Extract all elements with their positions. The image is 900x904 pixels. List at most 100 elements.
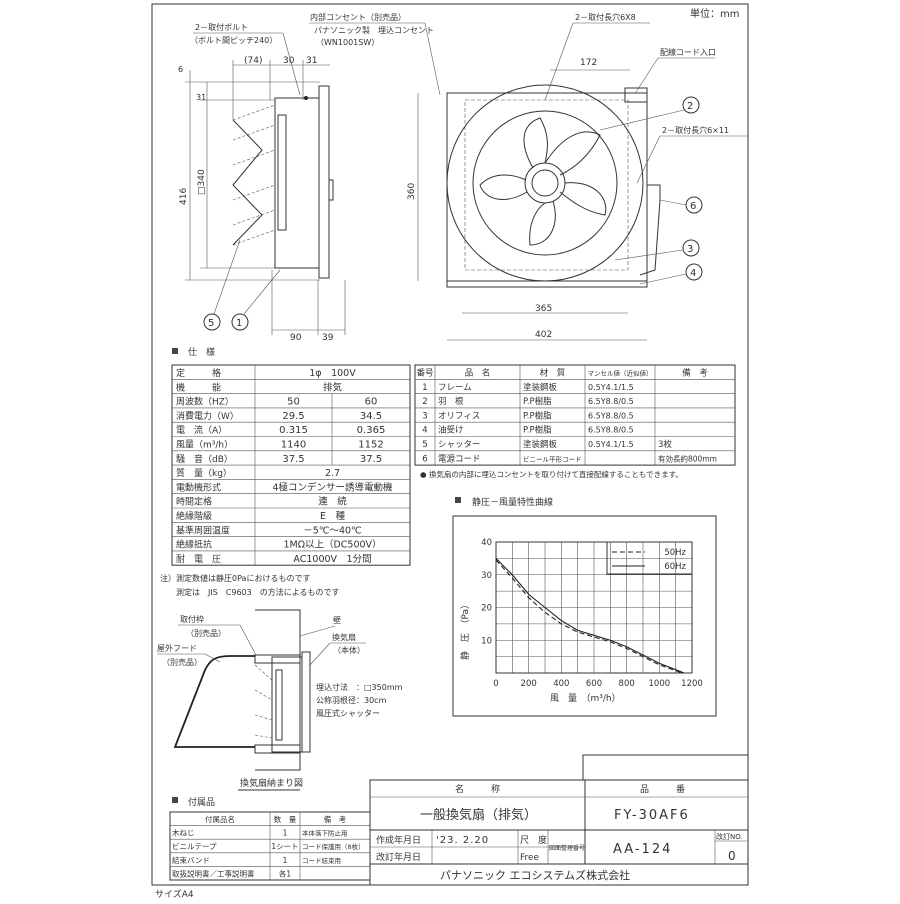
plot-area xyxy=(495,541,693,674)
accessories-cell: 1 xyxy=(283,856,288,865)
spec-label: 周波数（HZ） xyxy=(176,396,234,408)
parts-cell: 油受け xyxy=(438,425,464,436)
parts-header: 備 考 xyxy=(682,368,708,379)
parts-cell: 塗装鋼板 xyxy=(523,439,558,450)
rev-no: 0 xyxy=(728,849,736,863)
accessories-header: 付属品名 xyxy=(205,814,235,824)
parts-cell: 6 xyxy=(422,454,427,464)
front-view-drawing: 2－取付長穴6X8 配線コード入口 172 360 365 402 2－取付長穴… xyxy=(407,12,748,341)
scale-value: Free xyxy=(520,853,540,863)
spec-label: 風量（m³/h） xyxy=(176,440,233,451)
callout-2: 2 xyxy=(687,101,693,112)
spec-label: 定 格 xyxy=(176,367,221,379)
company-name: パナソニック エコシステムズ株式会社 xyxy=(440,868,630,882)
y-tick-label: 10 xyxy=(481,636,492,646)
spec-label: 耐 電 圧 xyxy=(176,553,221,565)
spec-value: 34.5 xyxy=(360,411,382,422)
callout-1: 1 xyxy=(236,318,242,329)
parts-cell: ビニール平形コード xyxy=(523,454,582,463)
parts-cell: シャッター xyxy=(438,440,481,450)
accessories-cell: コード保護用（8枚） xyxy=(302,842,365,851)
dim-365: 365 xyxy=(535,304,552,314)
parts-cell: 1 xyxy=(422,383,427,393)
accessories-cell: 取扱説明書／工事説明書 xyxy=(172,868,255,878)
spec-value: 37.5 xyxy=(282,454,304,465)
install-wall-label: 壁 xyxy=(333,615,341,625)
accessories-cell: 1シート xyxy=(271,842,298,851)
created-label: 作成年月日 xyxy=(376,834,421,846)
series-line-60Hz xyxy=(495,558,685,674)
drawing-no-label: 図面整理番号 xyxy=(549,844,585,852)
outlet-model: （WN1001SW） xyxy=(316,38,379,47)
x-tick-label: 400 xyxy=(553,679,569,689)
install-frame-sub: （別売品） xyxy=(186,628,226,638)
spec-note-1: 注）測定数値は静圧0Paにおけるものです xyxy=(160,573,310,583)
spec-value: 4極コンデンサー誘導電動機 xyxy=(272,481,393,493)
dim-6: 6 xyxy=(178,65,183,74)
dim-172: 172 xyxy=(580,58,597,68)
spec-label: 消費電力（W） xyxy=(176,410,239,422)
unit-label: 単位：mm xyxy=(690,7,739,20)
callout-4: 4 xyxy=(690,268,696,279)
parts-cell: P.P樹脂 xyxy=(523,396,552,407)
parts-cell: 3 xyxy=(422,411,427,421)
spec-heading: 仕 様 xyxy=(188,346,215,358)
spec-label: 機 能 xyxy=(176,381,221,393)
parts-header: 番号 xyxy=(416,368,433,379)
spec-label: 電動機形式 xyxy=(176,481,221,493)
outlet-label: 内部コンセント（別売品） xyxy=(310,12,406,22)
side-view-drawing: 2－取付ボルト （ボルト間ピッチ240） 内部コンセント（別売品） パナソニック… xyxy=(178,12,441,343)
bolt-label: 2－取付ボルト xyxy=(195,22,248,32)
accessories-cell: 木ねじ xyxy=(172,828,195,838)
spec-value: 1MΩ以上（DC500V） xyxy=(283,539,381,551)
spec-value: AC1000V 1分間 xyxy=(293,554,371,565)
legend-label: 50Hz xyxy=(664,548,686,558)
install-fan-sub: （本体） xyxy=(333,645,365,655)
callout-6: 6 xyxy=(690,201,696,212)
parts-cell: 0.5Y4.1/1.5 xyxy=(588,440,634,449)
callout-5: 5 xyxy=(208,318,214,329)
chart-ylabel: 静 圧 （Pa） xyxy=(459,600,471,660)
spec-value: 1140 xyxy=(281,440,306,451)
install-frame-label: 取付枠 xyxy=(180,614,204,624)
spec-value: 37.5 xyxy=(360,454,382,465)
install-hood-label: 屋外フード xyxy=(157,643,197,653)
install-caption: 換気扇納まり図 xyxy=(240,777,303,789)
spec-label: 絶縁抵抗 xyxy=(176,539,212,551)
y-tick-label: 20 xyxy=(481,604,492,614)
parts-cell: フレーム xyxy=(438,383,472,393)
accessories-cell: ビニルテープ xyxy=(172,842,217,851)
rev-no-label: 改訂NO. xyxy=(716,832,743,841)
chart-title-bullet xyxy=(455,497,461,503)
created-date: '23. 2.20 xyxy=(436,835,489,846)
accessories-cell: コード結束用 xyxy=(302,856,341,865)
spec-heading-bullet xyxy=(172,348,178,354)
legend-label: 60Hz xyxy=(664,562,686,572)
parts-cell: 6.5Y8.8/0.5 xyxy=(588,426,634,435)
accessories-cell: 1 xyxy=(283,829,288,838)
bolt-pitch: （ボルト間ピッチ240） xyxy=(190,36,277,45)
install-spec-1: 埋込寸法 ：□350mm xyxy=(316,682,403,692)
x-tick-label: 1200 xyxy=(681,679,703,689)
spec-value: 排気 xyxy=(323,381,343,393)
callout-3: 3 xyxy=(687,244,693,255)
spec-label: 騒 音（dB） xyxy=(176,453,233,465)
dim-31-side: 31 xyxy=(196,93,206,102)
parts-cell: 0.5Y4.1/1.5 xyxy=(588,383,634,392)
spec-value: 1φ 100V xyxy=(309,368,356,379)
parts-header: マンセル値（近似値） xyxy=(588,369,653,378)
parts-cell: P.P樹脂 xyxy=(523,425,552,436)
accessories-cell: 本体落下防止用 xyxy=(302,829,348,838)
x-tick-label: 600 xyxy=(586,679,602,689)
slot-top-label: 2－取付長穴6X8 xyxy=(575,12,636,22)
spec-value: 0.365 xyxy=(357,425,386,436)
x-tick-label: 0 xyxy=(493,679,498,689)
parts-cell: 2 xyxy=(422,397,427,407)
outlet-maker: パナソニック製 埋込コンセント xyxy=(314,25,434,35)
accessories-cell: 結束バンド xyxy=(172,855,210,865)
chart-title: 静圧－風量特性曲線 xyxy=(472,496,553,508)
parts-cell: 3枚 xyxy=(658,439,672,450)
